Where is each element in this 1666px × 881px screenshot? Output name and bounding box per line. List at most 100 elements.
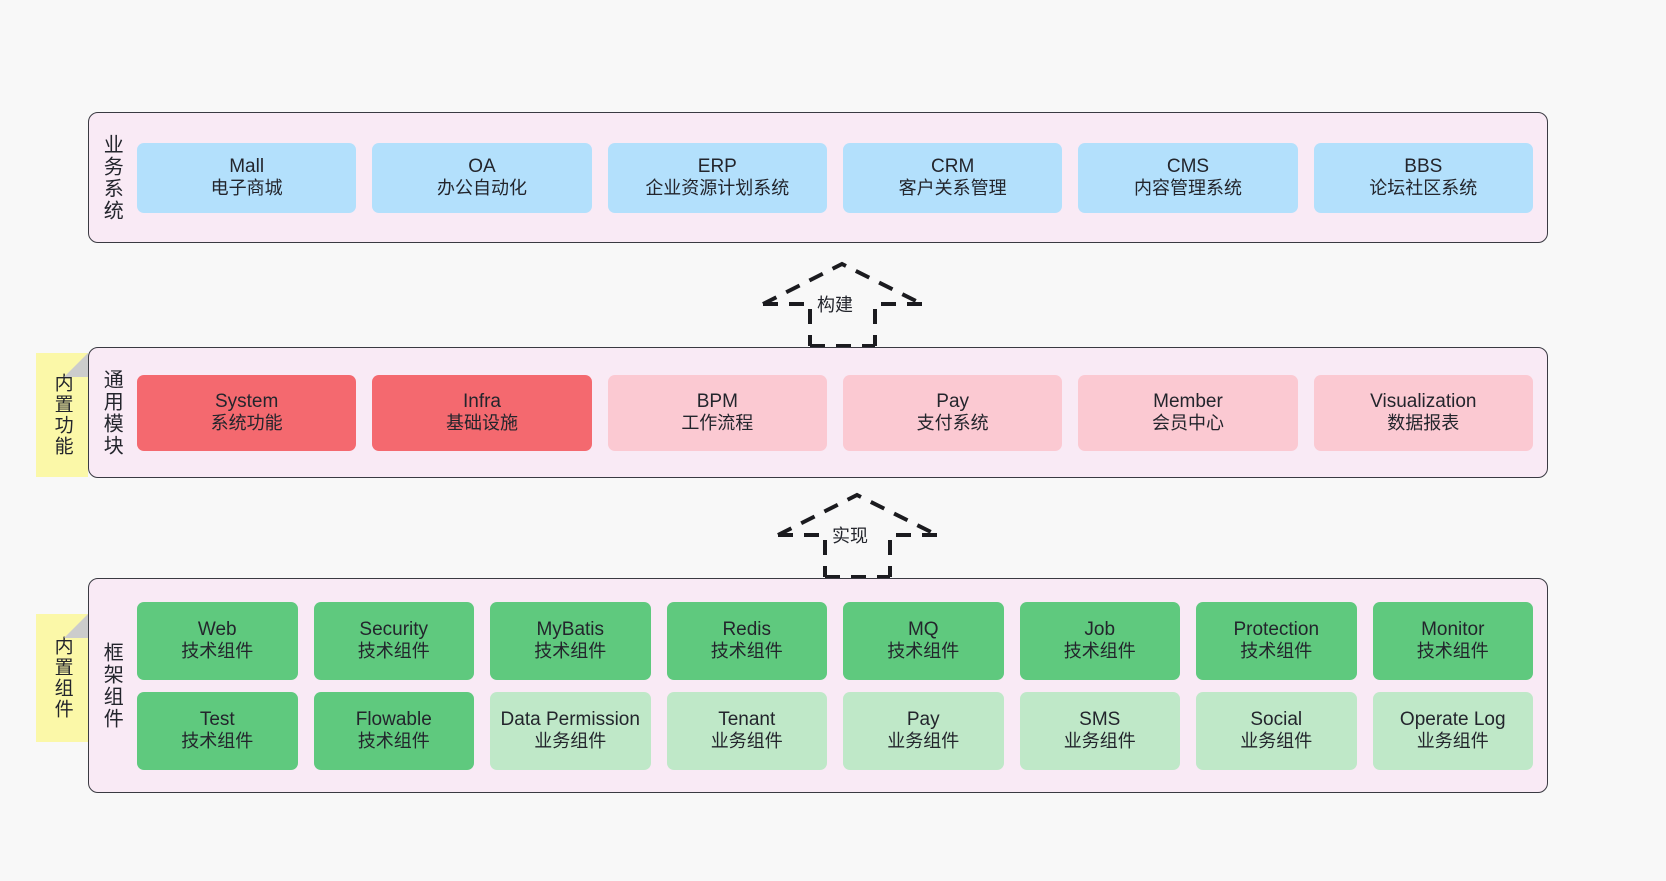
card-title: System <box>214 390 279 412</box>
arrow-implement: 实现 <box>770 489 945 579</box>
card-monitor[interactable]: Monitor 技术组件 <box>1372 601 1533 680</box>
card-subtitle: 业务组件 <box>887 731 960 752</box>
card-subtitle: 技术组件 <box>534 641 607 662</box>
layer-body-modules: System 系统功能 Infra 基础设施 BPM 工作流程 Pay 支付系统… <box>133 348 1547 477</box>
card-bpm[interactable]: BPM 工作流程 <box>607 374 827 451</box>
card-system[interactable]: System 系统功能 <box>137 374 357 451</box>
layer-title-framework: 框架组件 <box>100 641 123 730</box>
card-title: Visualization <box>1370 390 1477 412</box>
card-title: MQ <box>907 618 939 640</box>
card-mq[interactable]: MQ 技术组件 <box>843 601 1004 680</box>
layer-title-modules: 通用模块 <box>100 368 123 457</box>
card-subtitle: 数据报表 <box>1387 413 1460 434</box>
card-subtitle: 电子商城 <box>210 178 283 199</box>
card-title: Tenant <box>718 708 776 730</box>
dashed-up-arrow-icon <box>777 492 938 579</box>
card-member[interactable]: Member 会员中心 <box>1078 374 1298 451</box>
card-cms[interactable]: CMS 内容管理系统 <box>1078 142 1298 213</box>
card-subtitle: 技术组件 <box>1063 641 1136 662</box>
layer-business-systems: 业务系统 Mall 电子商城 OA 办公自动化 ERP 企业资源计划系统 CRM… <box>88 112 1548 243</box>
layer-general-modules: 通用模块 System 系统功能 Infra 基础设施 BPM 工作流程 Pay… <box>88 347 1548 478</box>
card-title: Flowable <box>355 708 432 730</box>
card-test[interactable]: Test 技术组件 <box>137 691 298 770</box>
card-oa[interactable]: OA 办公自动化 <box>372 142 592 213</box>
card-title: CRM <box>931 155 975 177</box>
card-subtitle: 技术组件 <box>1416 641 1489 662</box>
note-text: 内置功能 <box>51 373 73 457</box>
card-redis[interactable]: Redis 技术组件 <box>666 601 827 680</box>
card-mall[interactable]: Mall 电子商城 <box>137 142 357 213</box>
card-subtitle: 业务组件 <box>710 731 783 752</box>
card-row-tech: Web 技术组件 Security 技术组件 MyBatis 技术组件 Redi… <box>137 601 1533 680</box>
card-title: Job <box>1084 618 1116 640</box>
card-tenant[interactable]: Tenant 业务组件 <box>666 691 827 770</box>
note-builtin-components: 内置组件 <box>36 614 88 742</box>
card-flowable[interactable]: Flowable 技术组件 <box>313 691 474 770</box>
layer-framework-components: 框架组件 Web 技术组件 Security 技术组件 MyBatis 技术组件… <box>88 578 1548 793</box>
card-web[interactable]: Web 技术组件 <box>137 601 298 680</box>
card-title: BPM <box>696 390 738 412</box>
card-subtitle: 业务组件 <box>1063 731 1136 752</box>
card-job[interactable]: Job 技术组件 <box>1019 601 1180 680</box>
card-pay-component[interactable]: Pay 业务组件 <box>843 691 1004 770</box>
card-title: Protection <box>1233 618 1320 640</box>
card-subtitle: 工作流程 <box>681 413 754 434</box>
card-crm[interactable]: CRM 客户关系管理 <box>842 142 1063 213</box>
card-title: Redis <box>722 618 772 640</box>
card-security[interactable]: Security 技术组件 <box>313 601 474 680</box>
card-title: Pay <box>936 390 970 412</box>
card-visualization[interactable]: Visualization 数据报表 <box>1313 374 1533 451</box>
card-title: Infra <box>462 390 501 412</box>
card-row: System 系统功能 Infra 基础设施 BPM 工作流程 Pay 支付系统… <box>137 374 1533 451</box>
note-text: 内置组件 <box>51 636 73 720</box>
card-title: Mall <box>229 155 265 177</box>
card-title: Pay <box>906 708 940 730</box>
card-subtitle: 业务组件 <box>1416 731 1489 752</box>
card-title: MyBatis <box>536 618 605 640</box>
card-title: BBS <box>1404 155 1443 177</box>
card-social[interactable]: Social 业务组件 <box>1196 691 1357 770</box>
card-row: Mall 电子商城 OA 办公自动化 ERP 企业资源计划系统 CRM 客户关系… <box>137 142 1533 213</box>
dashed-up-arrow-icon <box>762 261 923 348</box>
arrow-build: 构建 <box>755 258 930 348</box>
card-operate-log[interactable]: Operate Log 业务组件 <box>1372 691 1533 770</box>
card-title: Member <box>1153 390 1223 412</box>
card-subtitle: 技术组件 <box>181 731 254 752</box>
card-subtitle: 论坛社区系统 <box>1369 178 1478 199</box>
card-title: Monitor <box>1421 618 1485 640</box>
card-title: OA <box>468 155 496 177</box>
card-title: SMS <box>1079 708 1121 730</box>
card-mybatis[interactable]: MyBatis 技术组件 <box>490 601 651 680</box>
card-subtitle: 技术组件 <box>357 641 430 662</box>
card-title: Web <box>197 618 237 640</box>
card-subtitle: 技术组件 <box>887 641 960 662</box>
card-title: Data Permission <box>500 708 640 730</box>
card-infra[interactable]: Infra 基础设施 <box>372 374 592 451</box>
note-builtin-functions: 内置功能 <box>36 353 88 477</box>
card-protection[interactable]: Protection 技术组件 <box>1196 601 1357 680</box>
card-subtitle: 客户关系管理 <box>898 178 1007 199</box>
arrow-label-implement: 实现 <box>832 526 868 546</box>
card-subtitle: 基础设施 <box>445 413 518 434</box>
card-subtitle: 内容管理系统 <box>1133 178 1242 199</box>
card-title: Security <box>359 618 429 640</box>
card-subtitle: 企业资源计划系统 <box>645 178 790 199</box>
card-bbs[interactable]: BBS 论坛社区系统 <box>1313 142 1533 213</box>
arrow-label-build: 构建 <box>817 295 853 315</box>
card-subtitle: 业务组件 <box>1240 731 1313 752</box>
card-title: Social <box>1250 708 1303 730</box>
card-pay-module[interactable]: Pay 支付系统 <box>842 374 1063 451</box>
card-row-biz: Test 技术组件 Flowable 技术组件 Data Permission … <box>137 691 1533 770</box>
layer-body-business: Mall 电子商城 OA 办公自动化 ERP 企业资源计划系统 CRM 客户关系… <box>133 113 1547 242</box>
card-subtitle: 系统功能 <box>210 413 283 434</box>
card-title: ERP <box>697 155 737 177</box>
card-subtitle: 技术组件 <box>357 731 430 752</box>
card-subtitle: 技术组件 <box>710 641 783 662</box>
card-subtitle: 技术组件 <box>1240 641 1313 662</box>
card-subtitle: 支付系统 <box>916 413 989 434</box>
card-data-permission[interactable]: Data Permission 业务组件 <box>490 691 651 770</box>
card-sms[interactable]: SMS 业务组件 <box>1019 691 1180 770</box>
card-subtitle: 业务组件 <box>534 731 607 752</box>
card-subtitle: 技术组件 <box>181 641 254 662</box>
card-erp[interactable]: ERP 企业资源计划系统 <box>607 142 827 213</box>
